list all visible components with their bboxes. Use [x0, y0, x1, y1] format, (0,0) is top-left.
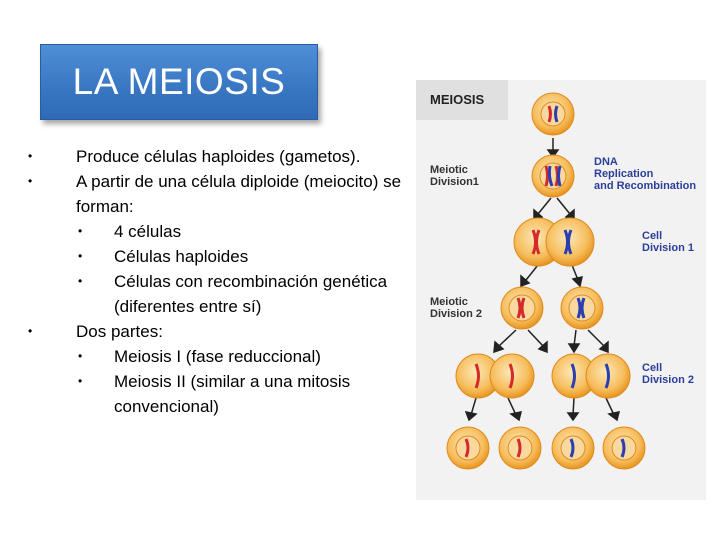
- bullet-item: •A partir de una célula diploide (meioci…: [28, 169, 418, 194]
- bullet-continuation: forman:: [76, 197, 134, 216]
- bullet-item: •Produce células haploides (gametos).: [28, 144, 418, 169]
- diploid-cell: [531, 92, 575, 136]
- slide-title: LA MEIOSIS: [72, 61, 286, 102]
- meiosis-diagram: MEIOSIS: [416, 80, 706, 500]
- meiosis-illustration: [446, 92, 646, 470]
- replication-cell: [531, 154, 575, 198]
- bullet-item: •Dos partes:: [28, 319, 418, 344]
- bullet-list: •Produce células haploides (gametos). •A…: [28, 144, 418, 419]
- bullet-icon: •: [28, 174, 33, 188]
- bullet-icon: •: [28, 149, 33, 163]
- title-box: LA MEIOSIS: [40, 44, 318, 120]
- bullet-icon: •: [78, 224, 83, 238]
- sub-bullet-item: •Células con recombinación genética: [28, 269, 418, 294]
- gamete-cells: [446, 426, 646, 470]
- bullet-icon: •: [78, 274, 83, 288]
- diagram-header: MEIOSIS: [416, 80, 508, 120]
- arrows: [464, 138, 621, 422]
- bullet-icon: •: [78, 349, 83, 363]
- bullet-continuation: convencional): [114, 397, 219, 416]
- bullet-icon: •: [28, 324, 33, 338]
- bullet-icon: •: [78, 249, 83, 263]
- bullet-continuation: (diferentes entre sí): [114, 297, 262, 316]
- division-1-cells: [513, 217, 595, 267]
- sub-bullet-item: •Células haploides: [28, 244, 418, 269]
- sub-bullet-item: •Meiosis I (fase reduccional): [28, 344, 418, 369]
- sub-bullet-item: •Meiosis II (similar a una mitosis: [28, 369, 418, 394]
- bullet-icon: •: [78, 374, 83, 388]
- sub-bullet-item: •4 células: [28, 219, 418, 244]
- division-2-nuclei: [500, 286, 604, 330]
- division-2-cells: [455, 353, 631, 399]
